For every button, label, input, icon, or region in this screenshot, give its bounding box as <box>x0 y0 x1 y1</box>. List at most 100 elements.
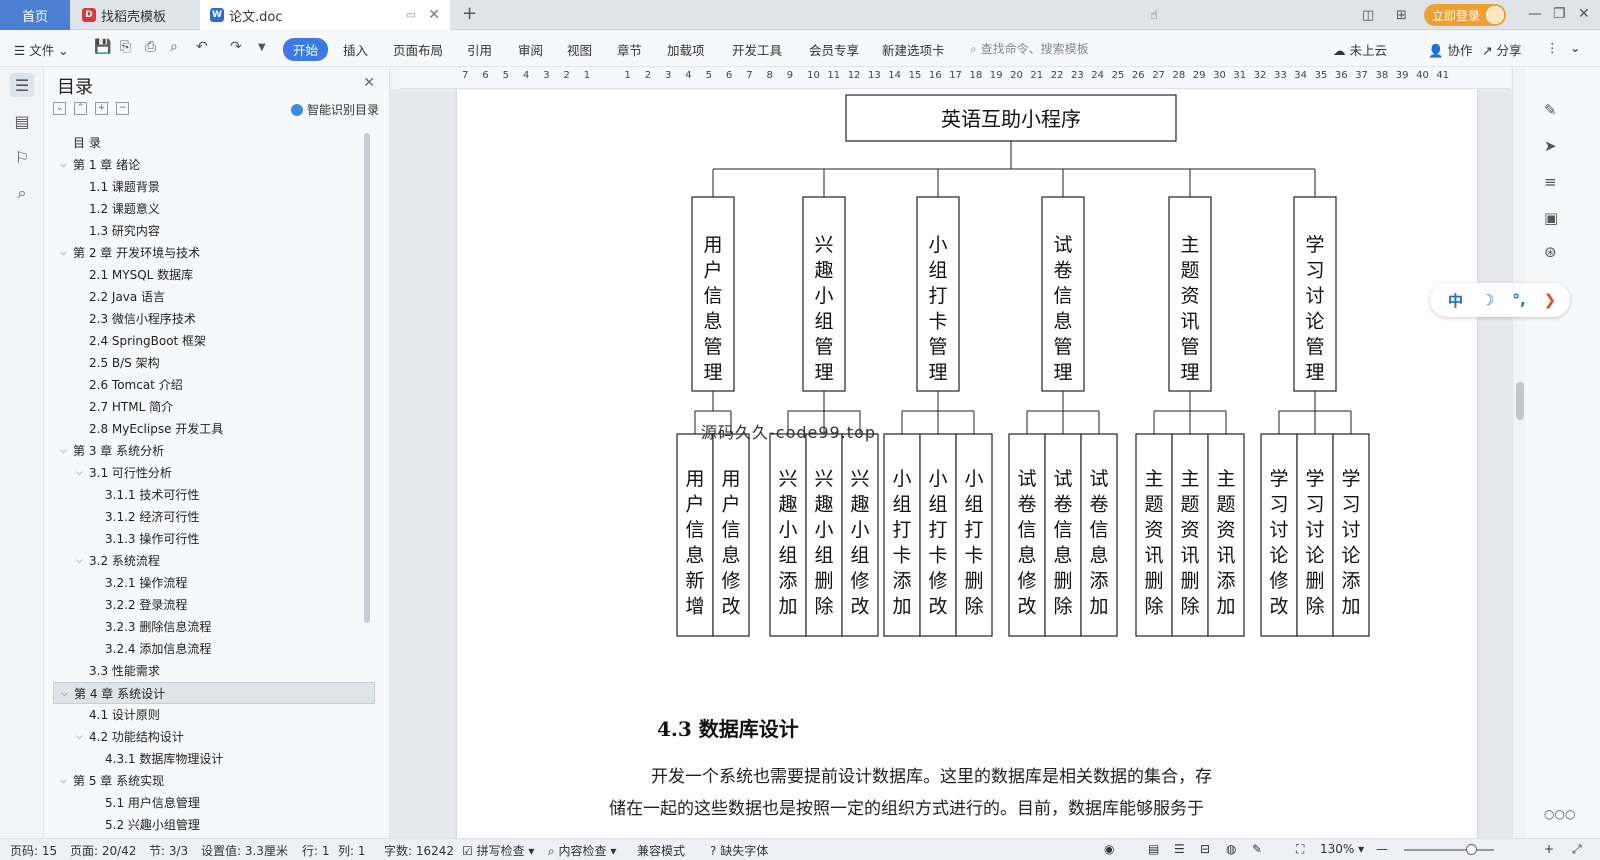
pin-icon[interactable]: ▭ <box>406 9 416 21</box>
zoom-in-icon[interactable]: + <box>1544 842 1555 856</box>
zoom-slider-knob[interactable] <box>1466 844 1477 855</box>
print-icon[interactable]: ⎙ <box>145 39 157 55</box>
menu-member[interactable]: 会员专享 <box>809 43 860 58</box>
menu-review[interactable]: 审阅 <box>518 43 544 58</box>
redo-icon[interactable]: ↷ <box>230 39 242 55</box>
menu-addins[interactable]: 加载项 <box>667 43 705 58</box>
read-view-icon[interactable]: ⊟ <box>1200 842 1211 856</box>
toc-item[interactable]: 3.2.1 操作流程 <box>45 572 375 594</box>
toc-item[interactable]: 2.6 Tomcat 介绍 <box>45 374 375 396</box>
chevron-down-icon[interactable]: ⌵ <box>76 556 83 566</box>
toc-item[interactable]: 3.3 性能需求 <box>45 660 375 682</box>
toc-scrollbar[interactable] <box>364 133 370 623</box>
menu-page-layout[interactable]: 页面布局 <box>393 43 444 58</box>
outline-view-icon[interactable]: ☰ <box>1174 842 1185 856</box>
grid-apps-icon[interactable]: ⊞ <box>1396 7 1407 23</box>
toc-item[interactable]: 5.2 兴趣小组管理 <box>45 814 375 836</box>
chevron-down-icon[interactable]: ⌵ <box>61 689 68 699</box>
toc-item[interactable]: 2.1 MYSQL 数据库 <box>45 264 375 286</box>
tab-docer[interactable]: D 找稻壳模板 <box>72 0 200 30</box>
zoom-out-icon[interactable]: — <box>1376 842 1388 856</box>
select-cursor-icon[interactable]: ➤ <box>1544 137 1557 155</box>
more-icon[interactable]: ⋮ <box>1546 40 1559 55</box>
edit-pen-icon[interactable]: ✎ <box>1544 101 1557 119</box>
minimize-icon[interactable]: — <box>1528 6 1542 22</box>
chevron-down-icon[interactable]: ⌵ <box>76 732 83 742</box>
zoom-level[interactable]: 130% ▾ <box>1320 842 1365 856</box>
toc-item[interactable]: 目 录 <box>45 132 375 154</box>
login-button[interactable]: 立即登录 <box>1424 4 1506 26</box>
smart-toc-button[interactable]: 智能识别目录 <box>290 101 379 118</box>
toc-item[interactable]: 2.8 MyEclipse 开发工具 <box>45 418 375 440</box>
navigation-icon[interactable]: ▤ <box>14 111 30 131</box>
zoom-slider-track[interactable] <box>1404 849 1494 851</box>
menu-view[interactable]: 视图 <box>567 43 593 58</box>
share-button[interactable]: ↗ 分享 <box>1482 43 1522 58</box>
bookmark-icon[interactable]: ⚐ <box>14 147 30 167</box>
cloud-status[interactable]: ☁ 未上云 <box>1333 43 1387 58</box>
chevron-down-icon[interactable]: ⌵ <box>60 776 67 786</box>
moon-icon[interactable]: ☽ <box>1481 291 1495 309</box>
chevron-right-icon[interactable]: ❯ <box>1543 291 1557 309</box>
spell-check-button[interactable]: ☑ 拼写检查 ▾ <box>462 844 535 858</box>
chevron-down-icon[interactable]: ⌵ <box>60 446 67 456</box>
fullscreen-icon[interactable]: ⤢ <box>1572 842 1582 856</box>
punctuation-icon[interactable]: °, <box>1512 291 1526 309</box>
toc-item[interactable]: ⌵第 5 章 系统实现 <box>45 770 375 792</box>
toc-item[interactable]: 3.1.3 操作可行性 <box>45 528 375 550</box>
content-check-button[interactable]: ⌕ 内容检查 ▾ <box>548 844 617 858</box>
status-word-count[interactable]: 字数: 16242 <box>384 844 455 858</box>
toc-item[interactable]: 3.2.3 删除信息流程 <box>45 616 375 638</box>
scroll-thumb[interactable] <box>1516 382 1524 420</box>
layout-icon[interactable]: ◫ <box>1362 7 1375 23</box>
new-tab-icon[interactable]: + <box>462 3 478 24</box>
expand-all-icon[interactable]: ⌄ <box>53 102 66 115</box>
status-pages[interactable]: 页面: 20/42 <box>70 844 137 858</box>
toc-item[interactable]: 3.2.4 添加信息流程 <box>45 638 375 660</box>
toc-item[interactable]: 4.1 设计原则 <box>45 704 375 726</box>
toc-item[interactable]: 2.4 SpringBoot 框架 <box>45 330 375 352</box>
toc-item[interactable]: 2.7 HTML 简介 <box>45 396 375 418</box>
chevron-down-icon[interactable]: ⌵ <box>60 160 67 170</box>
toc-item[interactable]: ⌵4.2 功能结构设计 <box>45 726 375 748</box>
menu-home[interactable]: 开始 <box>283 38 329 61</box>
image-tool-icon[interactable]: ▣ <box>1544 209 1559 227</box>
more-dropdown-icon[interactable]: ▼ <box>258 42 266 53</box>
remove-item-icon[interactable]: − <box>116 102 129 115</box>
write-view-icon[interactable]: ✎ <box>1252 842 1263 856</box>
ime-language[interactable]: 中 <box>1448 291 1464 310</box>
save-icon[interactable]: 💾 <box>94 39 112 55</box>
toc-item[interactable]: 1.2 课题意义 <box>45 198 375 220</box>
toc-item[interactable]: ⌵3.2 系统流程 <box>45 550 375 572</box>
close-window-icon[interactable]: ✕ <box>1578 6 1590 22</box>
close-icon[interactable]: ✕ <box>363 75 375 91</box>
chevron-down-icon[interactable]: ⌵ <box>76 468 83 478</box>
toc-item[interactable]: ⌵第 2 章 开发环境与技术 <box>45 242 375 264</box>
restore-icon[interactable]: ❐ <box>1553 6 1566 22</box>
toc-item[interactable]: ⌵3.1 可行性分析 <box>45 462 375 484</box>
vertical-scrollbar[interactable] <box>1512 67 1526 838</box>
add-item-icon[interactable]: + <box>95 102 108 115</box>
undo-icon[interactable]: ↶ <box>196 39 208 55</box>
toc-item[interactable]: 1.3 研究内容 <box>45 220 375 242</box>
close-tab-icon[interactable]: ✕ <box>428 7 440 23</box>
toc-item[interactable]: 2.5 B/S 架构 <box>45 352 375 374</box>
collapse-ribbon-icon[interactable]: ⌄ <box>1570 40 1581 55</box>
menu-references[interactable]: 引用 <box>467 43 493 58</box>
toc-item[interactable]: 3.1.2 经济可行性 <box>45 506 375 528</box>
tab-home[interactable]: 首页 <box>0 0 70 30</box>
menu-insert[interactable]: 插入 <box>343 43 369 58</box>
menu-new-tab[interactable]: 新建选项卡 <box>882 43 945 58</box>
fit-page-icon[interactable]: ⛶ <box>1296 842 1305 856</box>
collapse-all-icon[interactable]: ⌃ <box>74 102 87 115</box>
toc-item[interactable]: ⌵第 4 章 系统设计 <box>53 682 375 704</box>
export-pdf-icon[interactable]: ⎘ <box>120 39 132 55</box>
web-view-icon[interactable]: ◍ <box>1226 842 1237 856</box>
toc-item[interactable]: ⌵第 1 章 绪论 <box>45 154 375 176</box>
compass-icon[interactable]: ⊛ <box>1544 243 1557 261</box>
toc-item[interactable]: ⌵第 3 章 系统分析 <box>45 440 375 462</box>
eye-protect-icon[interactable]: ◉ <box>1104 842 1115 856</box>
toc-item[interactable]: 4.3.1 数据库物理设计 <box>45 748 375 770</box>
toc-item[interactable]: 5.1 用户信息管理 <box>45 792 375 814</box>
